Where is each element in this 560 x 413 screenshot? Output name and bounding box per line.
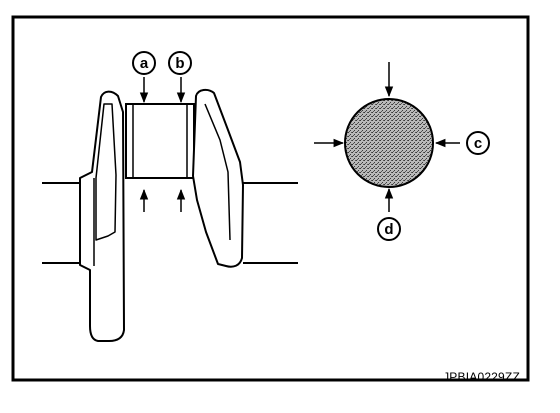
journal-cross-section bbox=[344, 98, 434, 188]
callout-d: d bbox=[377, 217, 401, 241]
callout-a: a bbox=[132, 51, 156, 75]
crankshaft-right-web bbox=[192, 88, 244, 268]
callout-b-label: b bbox=[175, 55, 184, 72]
main-journal-right bbox=[243, 182, 298, 264]
figure-reference-code: JPBIA0229ZZ bbox=[443, 370, 520, 384]
callout-c-label: c bbox=[474, 135, 482, 152]
main-journal-left bbox=[42, 182, 80, 264]
pin-journal bbox=[125, 103, 195, 179]
crankshaft-left-web bbox=[79, 90, 125, 342]
cross-section-arrows bbox=[314, 62, 460, 212]
callout-d-label: d bbox=[384, 221, 393, 238]
callout-c: c bbox=[466, 131, 490, 155]
callout-b: b bbox=[168, 51, 192, 75]
measurement-arrows-top bbox=[139, 77, 186, 104]
callout-a-label: a bbox=[140, 55, 149, 72]
measurement-arrows-bottom bbox=[139, 188, 186, 212]
